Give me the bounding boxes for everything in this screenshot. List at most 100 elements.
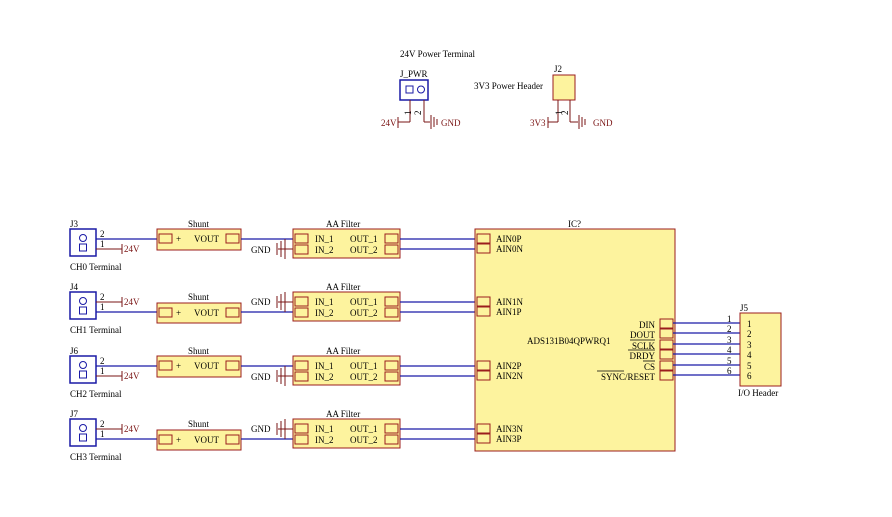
terminal-connector[interactable] [69, 355, 97, 384]
ic-pin [659, 339, 674, 350]
filter-pin-out2 [384, 371, 399, 382]
terminal-pin1-hole [79, 306, 87, 315]
wire-pin-num: 5 [727, 356, 732, 366]
ic-pin-sync-reset: SYNC/RESET [601, 372, 656, 382]
filter-in1: IN_1 [315, 234, 334, 244]
shunt-title: Shunt [188, 419, 210, 429]
ic-pin-drdy: DRDY [629, 351, 655, 361]
shunt-pin-vout [225, 434, 240, 445]
wire-pin-num: 1 [727, 314, 732, 324]
jpwr-pin1-hole [405, 85, 414, 94]
pin-top-num: 2 [100, 419, 105, 429]
shunt-pin-plus [158, 307, 173, 318]
terminal-ref: J7 [70, 409, 79, 419]
ic-pin-label: AIN1N [496, 297, 523, 307]
terminal-label: CH0 Terminal [70, 262, 122, 272]
j2-body[interactable] [552, 74, 576, 101]
net-24v: 24V [124, 371, 140, 381]
net-24v: 24V [124, 297, 140, 307]
header-pin-label: 3 [747, 340, 752, 350]
ic-part-number: ADS131B04QPWRQ1 [527, 336, 611, 346]
ic-pin [659, 318, 674, 329]
terminal-connector[interactable] [69, 228, 97, 257]
ic-pin [476, 423, 491, 434]
filter-block[interactable] [292, 228, 401, 259]
filter-pin-out1 [384, 423, 399, 434]
filter-out1: OUT_1 [350, 297, 378, 307]
filter-block[interactable] [292, 418, 401, 449]
filter-in2: IN_2 [315, 372, 334, 382]
filter-block[interactable] [292, 355, 401, 386]
header-pin-label: 1 [747, 319, 752, 329]
j2-group: J2 3V3 Power Header 1 2 3V3 GND [474, 64, 613, 129]
net-24v: 24V [124, 244, 140, 254]
net-24v: 24V [124, 424, 140, 434]
filter-in2: IN_2 [315, 435, 334, 445]
filter-pin-out2 [384, 434, 399, 445]
gnd-label: GND [251, 424, 271, 434]
gnd-label: GND [251, 372, 271, 382]
channel-3: J7 CH3 Terminal 2 1 24V Shunt + VOUT GND… [69, 409, 475, 462]
jpwr-connector[interactable] [399, 79, 429, 101]
filter-block[interactable] [292, 291, 401, 322]
terminal-pin2-hole [79, 361, 87, 369]
header-label: I/O Header [738, 388, 778, 398]
ic-pin [659, 370, 674, 381]
filter-pin-out2 [384, 244, 399, 255]
header-pin-label: 4 [747, 350, 752, 360]
filter-pin-in2 [294, 371, 309, 382]
filter-title: AA Filter [326, 346, 360, 356]
io-header-body[interactable] [739, 312, 782, 387]
ic-pin [476, 296, 491, 307]
filter-out1: OUT_1 [350, 361, 378, 371]
ic-pin [476, 433, 491, 444]
filter-out1: OUT_1 [350, 424, 378, 434]
shunt-title: Shunt [188, 219, 210, 229]
pin-bot-num: 1 [100, 239, 105, 249]
j2-pin2-num: 2 [560, 111, 570, 116]
gnd-label: GND [251, 297, 271, 307]
shunt-block[interactable] [156, 302, 242, 324]
terminal-pin1-hole [79, 433, 87, 442]
filter-pin-out2 [384, 307, 399, 318]
terminal-pin2-hole [79, 424, 87, 432]
filter-out2: OUT_2 [350, 372, 378, 382]
filter-out2: OUT_2 [350, 308, 378, 318]
jpwr-net-gnd: GND [441, 118, 461, 128]
ic-pin-label: AIN0N [496, 244, 523, 254]
pin-top-num: 2 [100, 229, 105, 239]
channel-1: J4 CH1 Terminal 2 1 24V Shunt + VOUT GND… [69, 282, 475, 335]
filter-pin-out1 [384, 233, 399, 244]
filter-pin-in2 [294, 307, 309, 318]
ic-pin [659, 349, 674, 360]
ic-pin-din: DIN [639, 320, 655, 330]
gnd-label: GND [251, 245, 271, 255]
shunt-pin-plus [158, 360, 173, 371]
shunt-pin-plus [158, 233, 173, 244]
ic-pin [476, 370, 491, 381]
filter-in1: IN_1 [315, 361, 334, 371]
ic-pin-label: AIN1P [496, 307, 522, 317]
filter-title: AA Filter [326, 219, 360, 229]
header-pin-label: 5 [747, 361, 752, 371]
terminal-connector[interactable] [69, 291, 97, 320]
shunt-plus-label: + [176, 234, 181, 244]
terminal-connector[interactable] [69, 418, 97, 447]
shunt-title: Shunt [188, 346, 210, 356]
shunt-block[interactable] [156, 429, 242, 451]
filter-pin-out1 [384, 296, 399, 307]
channel-2: J6 CH2 Terminal 2 1 24V Shunt + VOUT GND… [69, 346, 475, 399]
filter-pin-in2 [294, 434, 309, 445]
filter-in2: IN_2 [315, 245, 334, 255]
filter-pin-in1 [294, 360, 309, 371]
ic-pin [476, 306, 491, 317]
pin-bot-num: 1 [100, 429, 105, 439]
filter-in1: IN_1 [315, 424, 334, 434]
filter-out2: OUT_2 [350, 245, 378, 255]
shunt-pin-vout [225, 360, 240, 371]
channel-0: J3 CH0 Terminal 2 1 24V Shunt + VOUT GND… [69, 219, 475, 272]
terminal-label: CH1 Terminal [70, 325, 122, 335]
filter-in2: IN_2 [315, 308, 334, 318]
ic-pin-sclk: SCLK [632, 341, 656, 351]
ic-ref: IC? [568, 219, 581, 229]
